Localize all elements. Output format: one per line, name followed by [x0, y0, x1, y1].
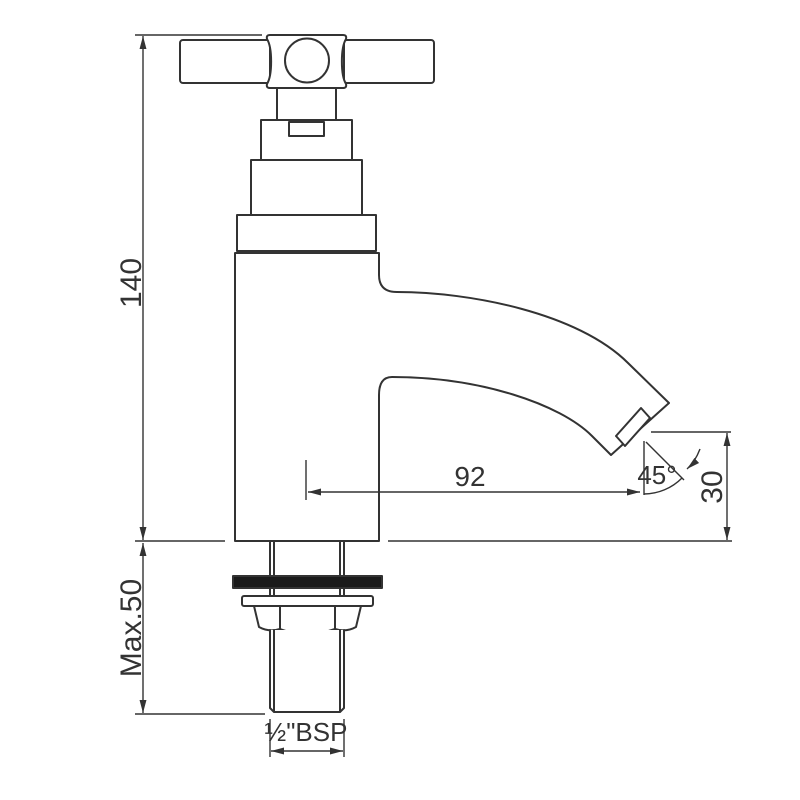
bonnet-notch: [288, 121, 325, 137]
threaded-shank-lower: [269, 629, 345, 713]
handle-right-arm: [343, 39, 435, 84]
angle-leader-arrow: [686, 448, 701, 470]
threaded-shank-mid: [269, 587, 345, 597]
threaded-shank-upper: [269, 540, 345, 577]
rubber-washer: [232, 575, 383, 589]
tap-fixture: [179, 34, 670, 713]
spout-aerator: [615, 407, 651, 447]
washer-plate: [241, 595, 374, 607]
handle-stem: [276, 87, 337, 121]
label-max50: Max.50: [115, 579, 148, 677]
label-outlet-30: 30: [696, 470, 729, 503]
handle-left-arm: [179, 39, 271, 84]
label-bsp-thread: ½"BSP: [265, 717, 348, 747]
handle-screw-cap-circle: [284, 37, 330, 84]
dimension-annotations: [135, 34, 732, 757]
angle-arc: [643, 477, 683, 495]
label-angle-45: 45°: [637, 460, 676, 490]
tap-body-and-spout: [234, 252, 670, 542]
dimension-labels: 140 Max.50 92 45° 30 ½"BSP: [115, 258, 729, 747]
label-reach-92: 92: [454, 461, 485, 492]
base-flange-block: [236, 214, 377, 252]
angle-45-ray: [645, 441, 685, 481]
bonnet-mid-block: [250, 159, 363, 216]
label-height-140: 140: [115, 258, 148, 308]
